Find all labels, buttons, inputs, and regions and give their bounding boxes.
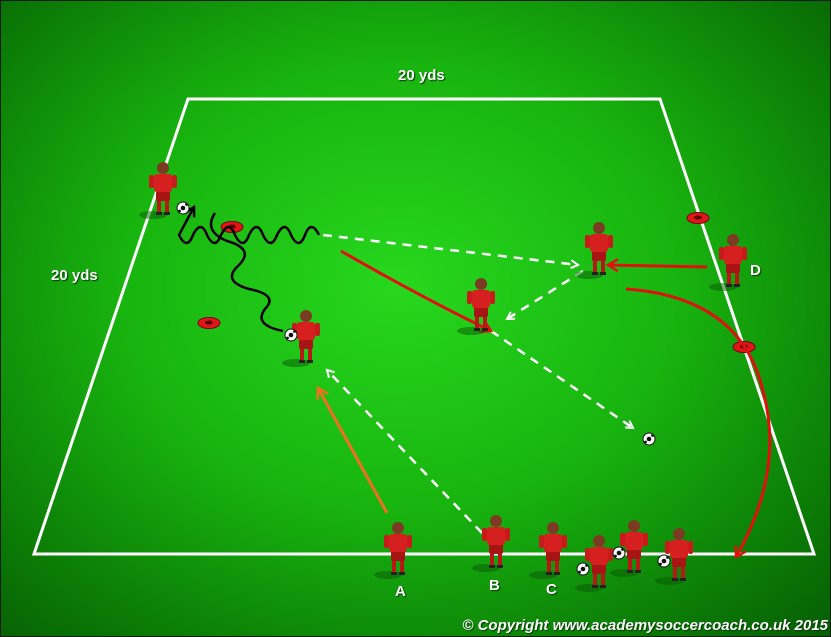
- ball-dribbler: [285, 329, 297, 341]
- player-c: [529, 522, 567, 579]
- run-arrow-orange: [318, 388, 387, 513]
- player-centre: [457, 278, 495, 335]
- run-arrow-around-field: [626, 289, 770, 557]
- pass-arrow-4: [327, 370, 482, 533]
- ball-queue-3: [658, 555, 670, 567]
- dimension-label-side: 20 yds: [51, 267, 98, 284]
- pass-arrow-1: [323, 235, 578, 265]
- player-label-a: A: [395, 583, 406, 600]
- pitch-boundary: [34, 99, 814, 554]
- run-arrow-d-to-player: [608, 265, 707, 267]
- cone-2: [198, 318, 220, 329]
- player-label-c: C: [546, 581, 557, 598]
- ball-top-left: [177, 202, 189, 214]
- dribble-path-top: [179, 207, 319, 243]
- copyright-text: © Copyright www.academysoccercoach.co.uk…: [462, 617, 828, 634]
- cone-3: [687, 213, 709, 224]
- run-arrow-to-centre: [341, 251, 491, 331]
- player-receiver: [575, 222, 613, 279]
- player-top-left: [139, 162, 177, 219]
- player-a: [374, 522, 412, 579]
- ball-queue-1: [577, 563, 589, 575]
- pass-arrow-2: [507, 271, 583, 319]
- pass-arrow-3: [491, 331, 633, 428]
- player-b: [472, 515, 510, 572]
- player-label-d: D: [750, 262, 761, 279]
- dimension-label-top: 20 yds: [398, 67, 445, 84]
- ball-loose: [643, 433, 655, 445]
- dribble-path-diagonal: [211, 213, 283, 331]
- player-label-b: B: [489, 577, 500, 594]
- ball-queue-2: [613, 547, 625, 559]
